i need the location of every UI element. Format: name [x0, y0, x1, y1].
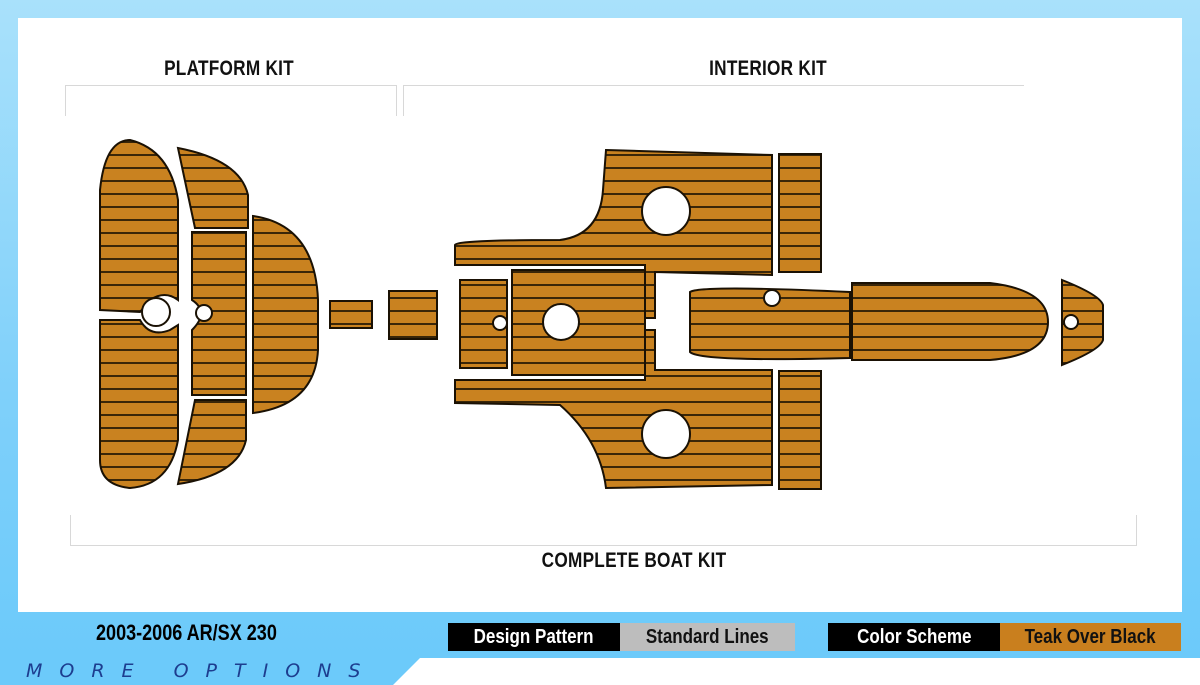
design-pattern-value[interactable]: Standard Lines: [620, 623, 795, 651]
pad-interior-bottom: [454, 329, 773, 490]
pad-small-2: [388, 290, 438, 340]
color-scheme-value[interactable]: Teak Over Black: [1000, 623, 1181, 651]
pad-platform-mid-bottom: [176, 399, 247, 486]
design-pattern-label: Design Pattern: [448, 623, 620, 651]
pad-interior-console: [689, 287, 851, 361]
color-scheme-value-text: Teak Over Black: [1024, 626, 1157, 648]
complete-bracket: [70, 515, 1137, 546]
pad-platform-left-top: [99, 138, 179, 314]
more-options-link[interactable]: MORE OPTIONS: [26, 660, 378, 682]
pad-interior-left-small: [459, 279, 508, 369]
pad-bow: [851, 282, 1050, 361]
pad-platform-mid-top: [176, 146, 249, 229]
platform-kit-heading: PLATFORM KIT: [164, 57, 294, 80]
platform-bracket: [65, 85, 397, 116]
boat-model-title: 2003-2006 AR/SX 230: [96, 620, 277, 645]
pad-platform-left-bottom: [99, 319, 179, 490]
design-pattern-label-text: Design Pattern: [474, 626, 594, 648]
pad-interior-bottom-right: [778, 370, 822, 490]
pad-bow-tip: [1061, 278, 1104, 367]
color-scheme-label-text: Color Scheme: [856, 626, 972, 648]
pad-small-1: [329, 300, 373, 329]
more-options-strip: [0, 658, 420, 685]
design-pattern-value-text: Standard Lines: [646, 626, 769, 648]
pad-interior-top-right: [778, 153, 822, 273]
interior-kit-heading: INTERIOR KIT: [709, 57, 827, 80]
pad-platform-right: [252, 214, 319, 415]
complete-kit-heading: COMPLETE BOAT KIT: [541, 549, 727, 572]
interior-bracket: [403, 85, 1024, 116]
color-scheme-label: Color Scheme: [828, 623, 1000, 651]
